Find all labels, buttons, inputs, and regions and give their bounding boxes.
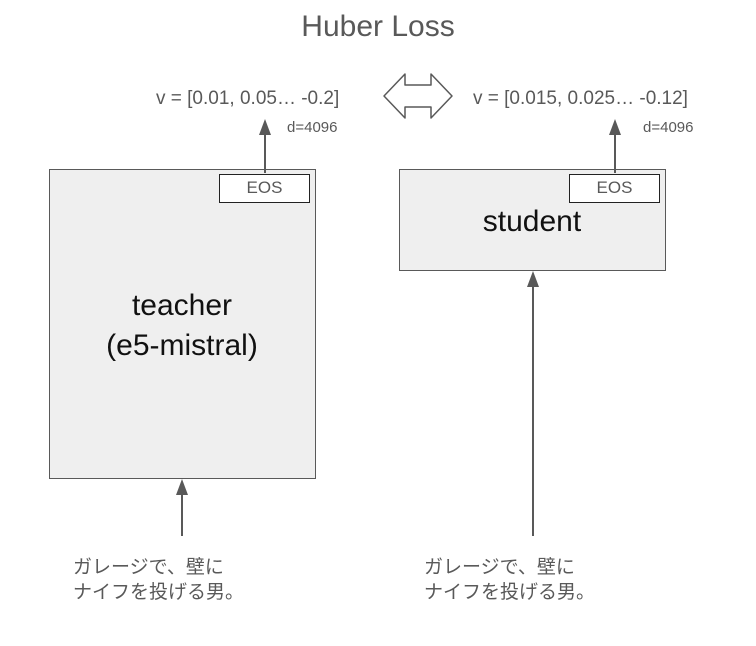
student-output-arrow-head (609, 119, 621, 135)
diagram-title: Huber Loss (301, 10, 455, 43)
teacher-input-arrow-head (176, 479, 188, 495)
student-dim-label: d=4096 (643, 119, 694, 136)
teacher-dim-label: d=4096 (287, 119, 338, 136)
teacher-input-text: ガレージで、壁に ナイフを投げる男。 (73, 556, 245, 603)
huber-loss-double-arrow (383, 73, 453, 119)
student-eos-token: EOS (569, 174, 660, 203)
student-input-arrow-head (527, 271, 539, 287)
teacher-label-model: (e5-mistral) (106, 329, 258, 362)
teacher-label-name: teacher (131, 289, 233, 322)
student-vector-label: v = [0.015, 0.025… -0.12] (473, 88, 688, 109)
teacher-eos-token: EOS (219, 174, 310, 203)
student-input-text: ガレージで、壁に ナイフを投げる男。 (424, 556, 596, 603)
student-label: student (482, 205, 582, 238)
teacher-model-box: EOS teacher (e5-mistral) (49, 169, 316, 479)
teacher-vector-label: v = [0.01, 0.05… -0.2] (156, 88, 340, 109)
student-model-box: EOS student (399, 169, 666, 271)
teacher-label: teacher (e5-mistral) (50, 286, 314, 366)
teacher-output-arrow-head (259, 119, 271, 135)
